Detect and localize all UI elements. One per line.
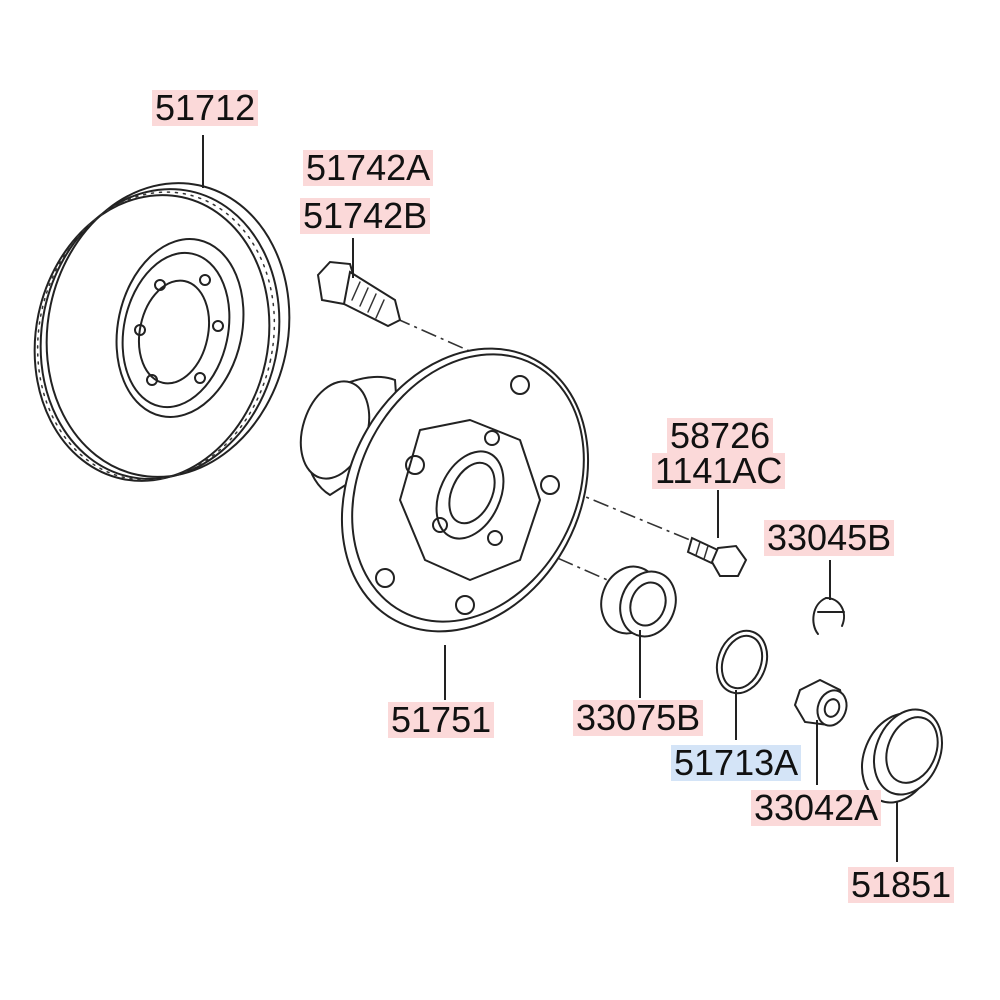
bearing-drawing[interactable] xyxy=(592,558,685,644)
part-number-wheel-stud-a[interactable]: 51742A xyxy=(303,150,434,186)
part-number-bearing[interactable]: 33075B xyxy=(573,700,704,736)
part-number-brake-disc[interactable]: 51712 xyxy=(152,90,259,126)
part-number-wheel-hub[interactable]: 51751 xyxy=(388,702,495,738)
screw-drawing[interactable] xyxy=(686,536,748,577)
grease-cap-drawing[interactable] xyxy=(849,699,954,813)
part-number-split-pin[interactable]: 33045B xyxy=(764,520,895,556)
part-number-castle-nut[interactable]: 33042A xyxy=(751,790,882,826)
part-number-grease-cap[interactable]: 51851 xyxy=(848,867,955,903)
wheel-stud-drawing[interactable] xyxy=(316,260,402,328)
split-pin-drawing[interactable] xyxy=(812,597,845,635)
part-number-screw-b[interactable]: 1141AC xyxy=(652,453,786,489)
part-number-washer[interactable]: 51713A xyxy=(671,745,802,781)
washer-drawing[interactable] xyxy=(709,624,776,701)
brake-disc-drawing[interactable] xyxy=(9,160,317,503)
castle-nut-drawing[interactable] xyxy=(793,678,851,730)
part-number-wheel-stud-b[interactable]: 51742B xyxy=(300,198,431,234)
part-number-screw-a[interactable]: 58726 xyxy=(667,418,774,454)
leader-lines xyxy=(202,135,898,862)
wheel-hub-drawing[interactable] xyxy=(289,305,636,674)
